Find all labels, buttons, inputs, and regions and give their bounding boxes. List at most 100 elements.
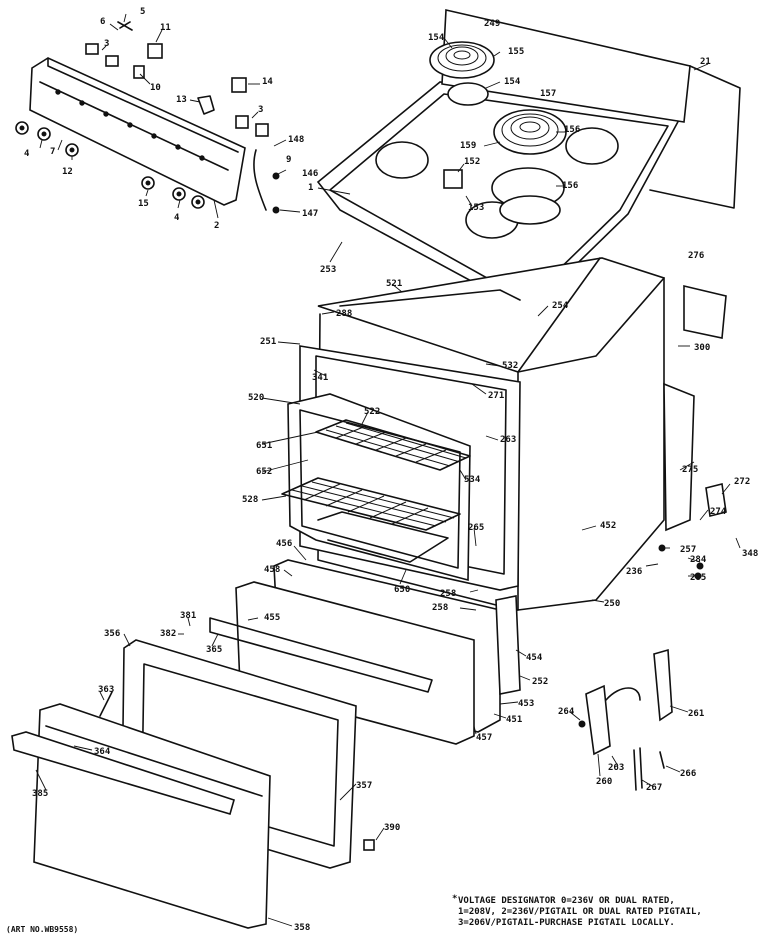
callout-c267: 267 [646,783,662,793]
callout-c148: 148 [288,135,304,145]
callout-c11: 11 [160,23,171,33]
callout-c381: 381 [180,611,196,621]
callout-c21: 21 [700,57,711,67]
callout-c285: 285 [690,573,706,583]
callout-c651: 651 [256,441,272,451]
callout-c652: 652 [256,467,272,477]
callout-c275: 275 [682,465,698,475]
callout-c263: 263 [500,435,516,445]
footnote-line-2: 1=208V, 2=236V/PIGTAIL OR DUAL RATED PIG… [458,907,702,917]
callout-c7: 7 [50,147,55,157]
callout-c156b: 156 [562,181,578,191]
callout-c276: 276 [688,251,704,261]
callout-c253: 253 [320,265,336,275]
callout-c258a: 258 [440,589,456,599]
callout-c257a: 257 [680,545,696,555]
callout-c650: 650 [394,585,410,595]
callout-c236: 236 [626,567,642,577]
callout-c159: 159 [460,141,476,151]
callout-c522: 522 [364,407,380,417]
callout-c364: 364 [94,747,111,757]
callout-c146: 146 [302,169,318,179]
callout-c288: 288 [336,309,352,319]
callout-c357: 357 [356,781,372,791]
control-panel [29,57,246,206]
callout-c3b: 3 [258,105,263,115]
bake-element [317,511,449,563]
callout-c528: 528 [242,495,258,505]
callout-c9: 9 [286,155,291,165]
callout-c274: 274 [710,507,727,517]
callout-c251: 251 [260,337,276,347]
callout-c520: 520 [248,393,264,403]
surface-unit-large [491,109,567,225]
side-panel [663,284,727,532]
callout-c266: 266 [680,769,696,779]
callout-c1: 1 [308,183,313,193]
leader-lines [35,13,741,927]
callout-c155: 155 [508,47,524,57]
callout-c156a: 156 [564,125,580,135]
footnote-line-1: VOLTAGE DESIGNATOR 0=236V OR DUAL RATED, [458,896,675,906]
callout-c258b: 258 [432,603,448,613]
art-number: (ART NO.WB9558) [6,925,79,934]
oven-liner [287,393,471,582]
callout-c363: 363 [98,685,114,695]
callout-c341: 341 [312,373,328,383]
callout-c385: 385 [32,789,48,799]
callout-c265: 265 [468,523,484,533]
voltage-designator-note: * VOLTAGE DESIGNATOR 0=236V OR DUAL RATE… [452,894,764,929]
callout-c12: 12 [62,167,73,177]
oven-rack-upper [315,419,471,471]
callout-c249: 249 [484,19,500,29]
callout-c152: 152 [464,157,480,167]
footnote-line-3: 3=206V/PIGTAIL-PURCHASE PIGTAIL LOCALLY. [458,918,675,928]
callout-c365: 365 [206,645,222,655]
callout-c348: 348 [742,549,758,559]
callout-c5: 5 [140,7,145,17]
callout-c147: 147 [302,209,318,219]
callout-c458: 458 [264,565,280,575]
callout-c452: 452 [600,521,616,531]
callout-c356: 356 [104,629,120,639]
control-knobs [15,121,205,209]
callout-c532: 532 [502,361,518,371]
callout-c15: 15 [138,199,149,209]
callout-c457: 457 [476,733,492,743]
callout-c261: 261 [688,709,704,719]
callout-c272: 272 [734,477,750,487]
receptacle-block [443,169,463,189]
callout-c260: 260 [596,777,612,787]
callout-c157: 157 [540,89,556,99]
callout-c153: 153 [468,203,484,213]
callout-c154b: 154 [504,77,521,87]
callout-c451: 451 [506,715,522,725]
callout-c4a: 4 [24,149,30,159]
callout-c521: 521 [386,279,402,289]
oven-door [11,703,271,929]
callout-c14: 14 [262,77,273,87]
callout-c10: 10 [150,83,161,93]
footnote-marker: * [452,894,458,904]
callout-c390: 390 [384,823,400,833]
callout-c455: 455 [264,613,280,623]
drawer [209,559,521,745]
callout-c254: 254 [552,301,569,311]
callout-c252: 252 [532,677,548,687]
door-screw [99,691,113,717]
callout-c300: 300 [694,343,710,353]
callout-c454: 454 [526,653,543,663]
callout-c154a: 154 [428,33,445,43]
callout-c534: 534 [464,475,481,485]
callout-c264: 264 [558,707,575,717]
surface-unit-small [429,41,495,106]
callout-c3a: 3 [104,39,109,49]
callout-c13: 13 [176,95,187,105]
callout-c453: 453 [518,699,534,709]
callout-c250: 250 [604,599,620,609]
door-hinge-parts [578,483,727,791]
callout-c2: 2 [214,221,219,231]
